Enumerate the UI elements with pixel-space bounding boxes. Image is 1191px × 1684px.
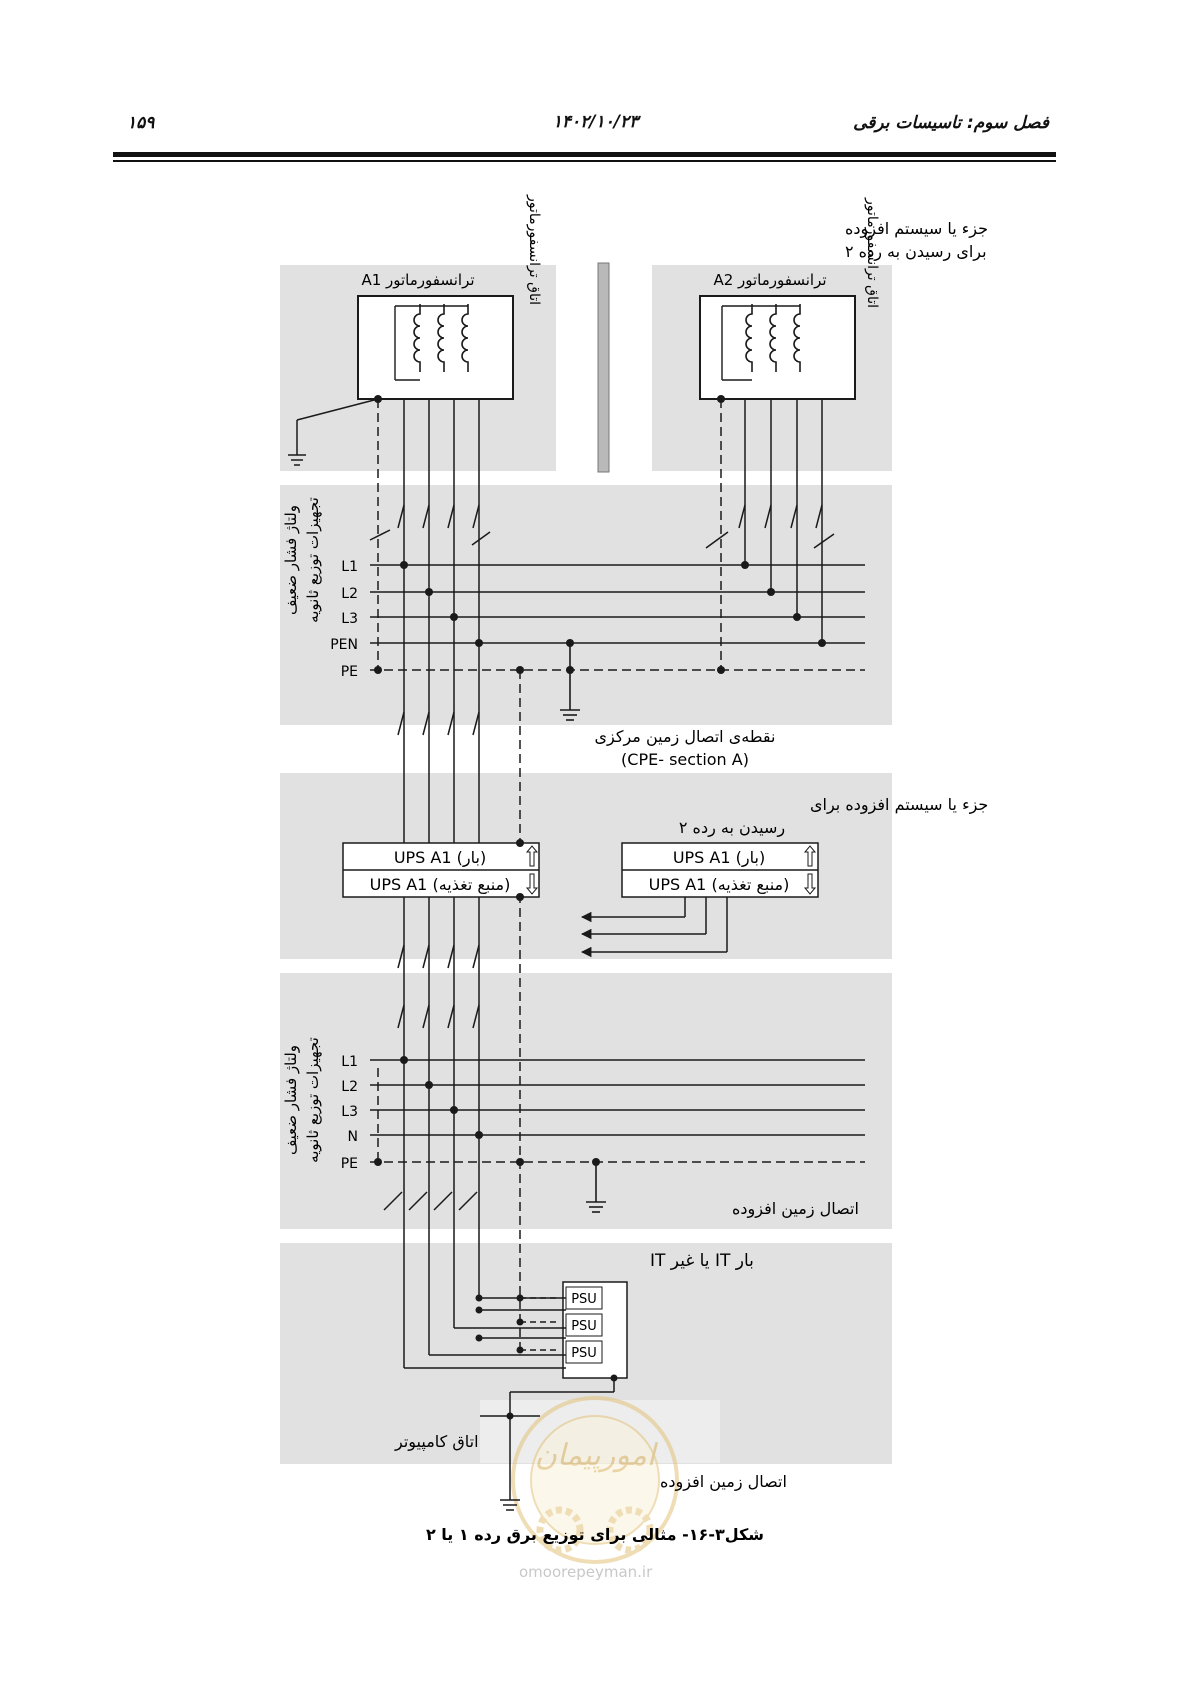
it-load-label: بار IT یا غیر IT (650, 1251, 754, 1271)
bus-top-l1: L1 (341, 559, 358, 575)
lv-panel-top-label2: تجهیزات توزیع ثانویه (304, 497, 322, 623)
computer-room-label: اتاق کامپیوتر (394, 1432, 479, 1452)
ups-left-down-arrow-icon (525, 873, 539, 895)
ups-left-supply-label: UPS A1 (منبع تغذیه) (370, 875, 511, 895)
lv-panel-bottom-label2: تجهیزات توزیع ثانویه (304, 1037, 322, 1163)
bus-top-pen: PEN (330, 637, 358, 653)
watermark-logo: امورپیمان (511, 1396, 679, 1564)
ups-a1-right: UPS A1 (بار) UPS A1 (منبع تغذیه) (621, 842, 819, 898)
a2-feeders (720, 399, 823, 670)
lv-panel-bottom (280, 973, 892, 1229)
transformer-room-label-a2: اتاق ترانسفورماتور (864, 197, 880, 308)
ups-a1-left: UPS A1 (بار) UPS A1 (منبع تغذیه) (342, 842, 540, 898)
transformer-a1-label: ترانسفورماتور A1 (361, 271, 474, 289)
cpe-label: نقطه‌ی اتصال زمین مرکزی (595, 727, 776, 747)
bottom-junctions (374, 1056, 600, 1166)
header-date: ۱۴۰۲/۱۰/۲۳ (552, 112, 639, 132)
ups-right-load-label: UPS A1 (بار) (673, 848, 765, 868)
it-load-junctions (475, 1294, 618, 1420)
ups-right-down-arrow-icon (803, 873, 817, 895)
it-load-feeds (404, 1297, 615, 1511)
lv-panel-bottom-label1: ولتاژ فشار ضعیف (282, 1045, 300, 1155)
additional-mid-line1: جزء یا سیستم افزوده برای (810, 795, 988, 815)
transformer-a1-earth (288, 398, 379, 466)
header-rule-thick (113, 152, 1056, 157)
ups-right-outputs (580, 897, 728, 958)
psu-1-label: PSU (571, 1292, 597, 1307)
psu-3-label: PSU (571, 1346, 597, 1361)
transformer-a2 (699, 295, 856, 400)
lv-panel-top (280, 485, 892, 725)
ups-left-junctions (516, 839, 524, 901)
lv-panel-top-label1: ولتاژ فشار ضعیف (282, 505, 300, 615)
watermark-site: omoorepeyman.ir (519, 1563, 653, 1581)
extra-earth-label-mid: اتصال زمین افزوده (732, 1199, 859, 1219)
chapter-title: فصل سوم: تاسیسات برقی (853, 113, 1049, 133)
psu-2-label: PSU (571, 1319, 597, 1334)
additional-top-line1: جزء یا سیستم افزوده (845, 219, 988, 239)
bus-top-l2: L2 (341, 586, 358, 602)
bus-bottom-l2: L2 (341, 1079, 358, 1095)
page-number: ۱۵۹ (127, 113, 155, 133)
bus-bottom-n: N (348, 1129, 358, 1145)
top-junctions (374, 395, 826, 674)
extra-earth-label-bottom: اتصال زمین افزوده (660, 1472, 787, 1492)
additional-top-line2: برای رسیدن به رده ۲ (845, 242, 987, 262)
transformer-room-label-a1: اتاق ترانسفورماتور (526, 194, 542, 305)
partition-wall (597, 262, 610, 473)
figure-caption: شکل۳-۱۶- مثالی برای توزیع برق رده ۱ یا ۲ (426, 1525, 764, 1544)
ups-right-supply-label: UPS A1 (منبع تغذیه) (649, 875, 790, 895)
cpe-section-label: (CPE- section A) (621, 750, 749, 769)
additional-mid-line2: رسیدن به رده ۲ (679, 818, 785, 838)
header-rule-thin (113, 160, 1056, 162)
bus-top-l3: L3 (341, 611, 358, 627)
bus-bottom-l3: L3 (341, 1104, 358, 1120)
bus-bottom-l1: L1 (341, 1054, 358, 1070)
it-load-box: PSU PSU PSU (562, 1281, 628, 1379)
ups-right-up-arrow-icon (803, 845, 817, 867)
bus-bottom-pe: PE (341, 1156, 358, 1172)
ups-left-load-label: UPS A1 (بار) (394, 848, 486, 868)
transformer-a1 (357, 295, 514, 400)
watermark-logo-text: امورپیمان (535, 1438, 659, 1473)
transformer-a2-label: ترانسفورماتور A2 (713, 271, 826, 289)
ups-left-up-arrow-icon (525, 845, 539, 867)
switch-symbols (369, 504, 835, 1211)
bus-top-pe: PE (341, 664, 358, 680)
